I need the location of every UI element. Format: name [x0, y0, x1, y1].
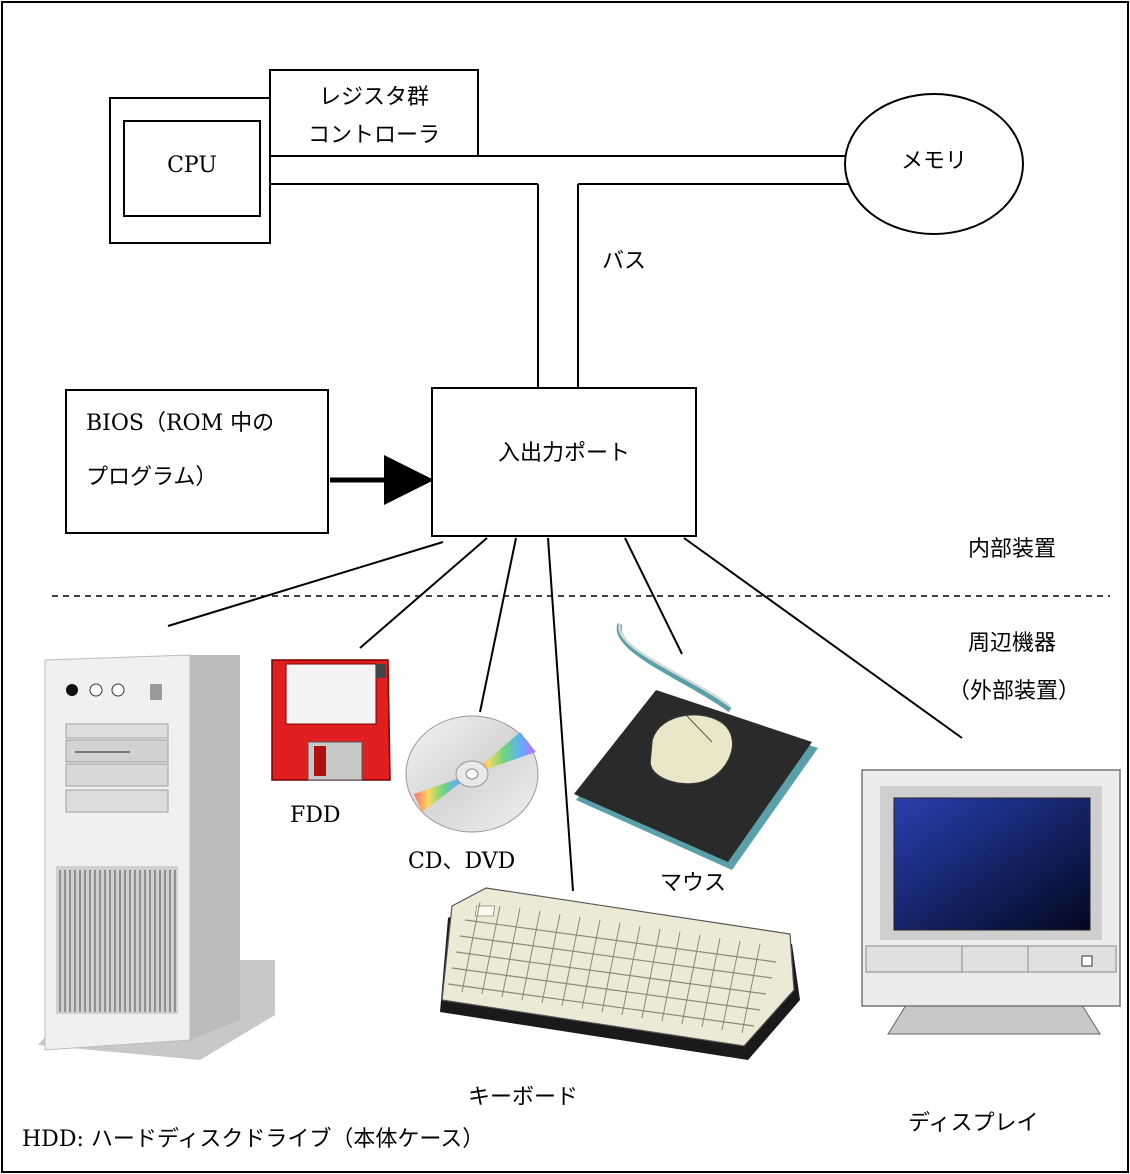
peripheral-label-line2: （外部装置） [948, 679, 1081, 704]
cd-dvd-image [405, 715, 539, 833]
registers-label-line2: コントローラ [307, 123, 440, 148]
monitor-image [861, 769, 1121, 1035]
cd-dvd-label: CD、DVD [408, 849, 516, 874]
cpu-inner-box [123, 120, 261, 217]
io-port-label: 入出力ポート [497, 441, 630, 466]
hdd-tower-image [38, 654, 275, 1060]
bios-box [65, 389, 329, 534]
fdd-label: FDD [290, 803, 341, 828]
internal-devices-label: 内部装置 [968, 537, 1057, 562]
io-port-box [431, 387, 697, 537]
mouse-label: マウス [660, 871, 727, 896]
cpu-label: CPU [167, 153, 217, 178]
hdd-label: HDD: ハードディスクドライブ（本体ケース） [22, 1127, 485, 1152]
keyboard-image [440, 887, 800, 1060]
display-label: ディスプレイ [908, 1111, 1039, 1136]
bus-label: バス [602, 249, 647, 274]
bus-lines [270, 155, 849, 388]
bios-label-line1: BIOS（ROM 中の [86, 411, 275, 436]
memory-label: メモリ [900, 149, 967, 174]
bios-label-line2: プログラム） [86, 465, 218, 490]
peripheral-connection-lines [167, 537, 963, 892]
keyboard-label: キーボード [468, 1085, 579, 1110]
memory-ellipse [844, 93, 1024, 235]
peripheral-label-line1: 周辺機器 [968, 631, 1057, 656]
registers-label-line1: レジスタ群 [318, 85, 429, 110]
registers-box [269, 69, 479, 157]
mouse-image [574, 623, 818, 870]
floppy-disk-image [271, 659, 391, 781]
